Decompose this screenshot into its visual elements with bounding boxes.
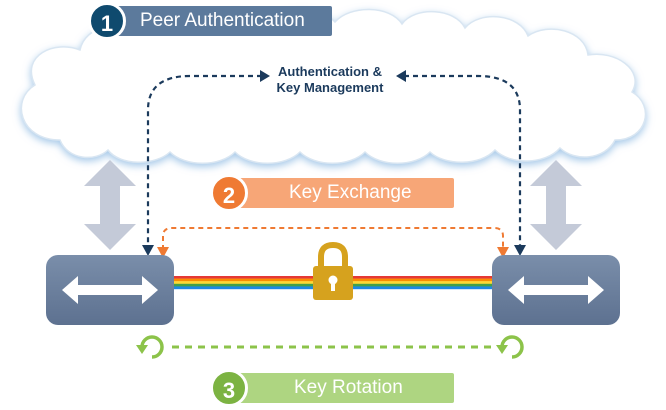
step-2-bar xyxy=(232,178,454,208)
device-right xyxy=(492,255,620,325)
key-exchange-arrowheads xyxy=(157,247,509,258)
double-arrow-icon xyxy=(508,276,604,304)
lock-icon xyxy=(313,241,353,300)
rotate-icon xyxy=(496,335,524,359)
step-1-label: Peer Authentication xyxy=(140,10,305,31)
vertical-double-arrow-icon xyxy=(84,160,136,250)
step-1-bar xyxy=(110,6,332,36)
rotate-icon xyxy=(136,335,164,359)
device-left xyxy=(46,255,174,325)
double-arrow-icon xyxy=(62,276,158,304)
step-3-bar xyxy=(232,373,454,403)
step-2-label: Key Exchange xyxy=(289,182,412,203)
step-1-badge: 1 xyxy=(88,2,126,40)
authentication-dashed-arrows xyxy=(146,74,522,246)
key-exchange-dashed-arrow xyxy=(162,227,504,250)
vertical-double-arrow-icon xyxy=(530,160,582,250)
step-2-badge: 2 xyxy=(210,174,248,212)
cloud-text-line-1: Authentication & xyxy=(278,64,382,79)
authentication-arrowheads xyxy=(142,70,526,256)
step-3-badge: 3 xyxy=(210,369,248,407)
step-3-label: Key Rotation xyxy=(294,377,403,398)
cloud-text-line-2: Key Management xyxy=(276,80,384,95)
authentication-key-management-label: Authentication & Key Management xyxy=(240,64,420,96)
